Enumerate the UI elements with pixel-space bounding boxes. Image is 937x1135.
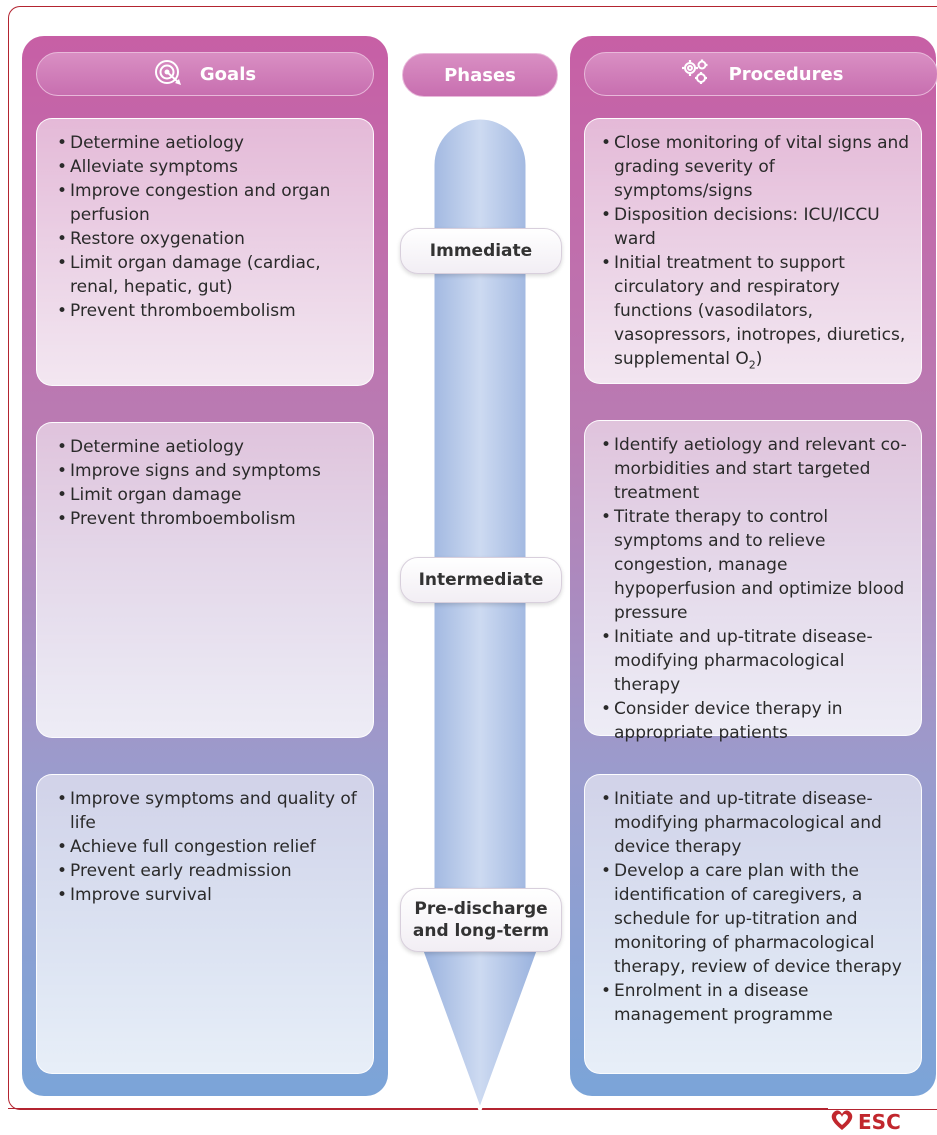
phase-label-line: and long-term bbox=[412, 921, 550, 941]
phase-label: Pre-discharge and long-term bbox=[413, 898, 549, 942]
phase-intermediate: Intermediate bbox=[400, 557, 562, 603]
list-item-text: Initial treatment to support circulatory… bbox=[614, 253, 906, 369]
target-icon bbox=[154, 58, 182, 91]
list-item: Limit organ damage bbox=[57, 483, 363, 507]
list-item: Improve symptoms and quality of life bbox=[57, 787, 363, 835]
phase-immediate: Immediate bbox=[400, 228, 562, 274]
phase-label-line: Pre-discharge bbox=[414, 899, 548, 919]
list-item: Prevent early readmission bbox=[57, 859, 363, 883]
phases-title: Phases bbox=[444, 64, 516, 86]
list-item: Improve survival bbox=[57, 883, 363, 907]
timeline-arrow bbox=[405, 116, 555, 1110]
list-item: Alleviate symptoms bbox=[57, 155, 363, 179]
procedures-box-immediate: Close monitoring of vital signs and grad… bbox=[584, 118, 922, 384]
gears-icon bbox=[679, 58, 711, 91]
procedures-title: Procedures bbox=[728, 63, 844, 85]
figure-frame bbox=[8, 6, 937, 1110]
procedures-box-intermediate: Identify aetiology and relevant co-morbi… bbox=[584, 420, 922, 743]
list-item: Determine aetiology bbox=[57, 131, 363, 155]
subscript: 2 bbox=[748, 358, 756, 372]
list-item: Limit organ damage (cardiac, renal, hepa… bbox=[57, 251, 363, 299]
list-item: Develop a care plan with the identificat… bbox=[601, 859, 911, 979]
list-item: Titrate therapy to control symptoms and … bbox=[601, 505, 911, 625]
goals-box-intermediate: Determine aetiology Improve signs and sy… bbox=[36, 422, 374, 738]
procedures-box-pre-discharge: Initiate and up-titrate disease-modifyin… bbox=[584, 774, 922, 1074]
goals-box-immediate: Determine aetiology Alleviate symptoms I… bbox=[36, 118, 374, 386]
list-item: Restore oxygenation bbox=[57, 227, 363, 251]
phase-label: Immediate bbox=[429, 241, 533, 261]
list-item: Initiate and up-titrate disease-modifyin… bbox=[601, 625, 911, 697]
list-item: Identify aetiology and relevant co-morbi… bbox=[601, 433, 911, 505]
procedures-header: Procedures bbox=[584, 52, 937, 96]
esc-logo: ESC bbox=[830, 1110, 937, 1134]
list-item: Prevent thromboembolism bbox=[57, 299, 363, 323]
list-item: Prevent thromboembolism bbox=[57, 507, 363, 531]
close-paren: ) bbox=[755, 349, 763, 369]
bottom-rule bbox=[8, 1108, 828, 1109]
list-item: Consider device therapy in appropriate p… bbox=[601, 697, 911, 745]
goals-title: Goals bbox=[199, 63, 257, 85]
list-item: Achieve full congestion relief bbox=[57, 835, 363, 859]
list-item: Improve signs and symptoms bbox=[57, 459, 363, 483]
phases-header: Phases bbox=[402, 53, 558, 97]
list-item: Initiate and up-titrate disease-modifyin… bbox=[601, 787, 911, 859]
list-item: Improve congestion and organ perfusion bbox=[57, 179, 363, 227]
esc-text: ESC bbox=[858, 1110, 901, 1134]
list-item: Enrolment in a disease management progra… bbox=[601, 979, 911, 1027]
list-item: Close monitoring of vital signs and grad… bbox=[601, 131, 911, 203]
phase-pre-discharge: Pre-discharge and long-term bbox=[400, 888, 562, 952]
list-item: Initial treatment to support circulatory… bbox=[601, 251, 911, 377]
goals-header: Goals bbox=[36, 52, 374, 96]
heart-icon bbox=[830, 1109, 854, 1135]
phase-label: Intermediate bbox=[418, 570, 544, 590]
list-item: Disposition decisions: ICU/ICCU ward bbox=[601, 203, 911, 251]
goals-box-pre-discharge: Improve symptoms and quality of life Ach… bbox=[36, 774, 374, 1074]
list-item: Determine aetiology bbox=[57, 435, 363, 459]
